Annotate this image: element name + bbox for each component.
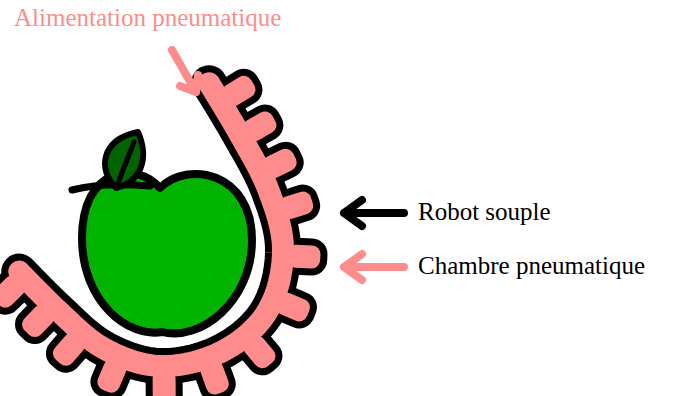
robot-base-outline (19, 83, 283, 366)
supply-arrow (172, 50, 198, 92)
chamber-label: Chambre pneumatique (418, 252, 645, 281)
supply-label: Alimentation pneumatique (14, 4, 281, 33)
robot-label: Robot souple (418, 198, 551, 227)
robot-arrow (344, 200, 404, 226)
apple-body (82, 173, 252, 334)
chamber-arrow (344, 254, 404, 280)
apple (72, 132, 252, 334)
apple-leaf (105, 132, 143, 188)
soft-robot (0, 68, 325, 396)
robot-base (19, 83, 283, 366)
leaf-vein (116, 142, 134, 188)
leader-arrows (172, 50, 404, 280)
